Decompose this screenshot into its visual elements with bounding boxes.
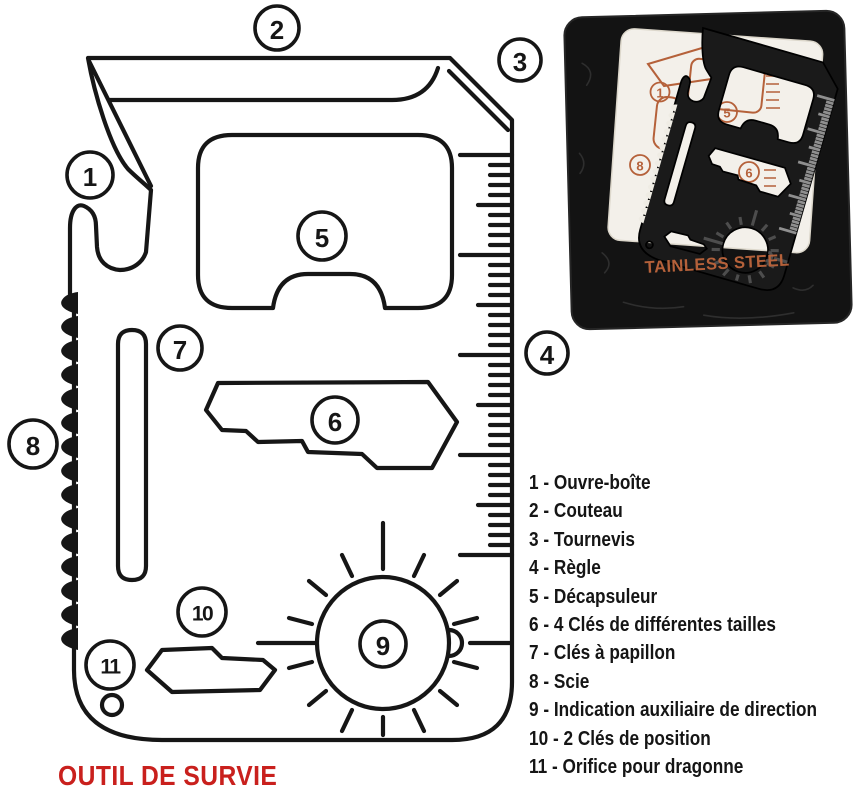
callout-badge-3: 3 [497, 37, 543, 83]
svg-text:8: 8 [636, 159, 643, 174]
legend-item-2: 2 - Couteau [529, 499, 623, 523]
print-number-1: 1 [649, 81, 671, 103]
legend-item-3: 3 - Tournevis [529, 527, 635, 551]
callout-badge-11: 11 [84, 639, 136, 691]
legend-item-9: 9 - Indication auxiliaire de direction [529, 698, 818, 722]
legend-item-11: 11 - Orifice pour dragonne [529, 755, 744, 779]
legend-item-1: 1 - Ouvre-boîte [529, 471, 651, 494]
svg-text:3: 3 [513, 47, 527, 77]
svg-text:6: 6 [328, 407, 342, 437]
saw-teeth [61, 292, 78, 650]
print-number-8: 8 [629, 154, 651, 176]
legend-item-5: 5 - Décapsuleur [529, 584, 658, 608]
product-photo: 1 5 6 8 STAINLESS STEEL TAINLES [563, 9, 853, 331]
page-title: OUTIL DE SURVIE [58, 760, 278, 791]
callout-badge-8: 8 [7, 418, 59, 470]
callout-badges: 1 2 3 4 5 6 7 8 9 10 11 [7, 4, 570, 691]
callout-badge-7: 7 [156, 324, 204, 372]
legend-item-10: 10 - 2 Clés de position [529, 726, 711, 750]
svg-text:5: 5 [315, 223, 329, 253]
callout-badge-5: 5 [296, 210, 348, 262]
tool-diagram [61, 58, 512, 740]
legend-item-7: 7 - Clés à papillon [529, 641, 676, 665]
svg-text:1: 1 [656, 86, 663, 101]
callout-badge-2: 2 [253, 4, 301, 52]
svg-text:11: 11 [100, 656, 121, 679]
svg-text:4: 4 [540, 340, 555, 370]
legend: 1 - Ouvre-boîte 2 - Couteau 3 - Tournevi… [529, 469, 862, 781]
callout-badge-10: 10 [176, 586, 228, 638]
svg-text:10: 10 [192, 603, 213, 626]
callout-badge-9: 9 [358, 619, 408, 669]
legend-item-4: 4 - Règle [529, 556, 601, 580]
svg-text:9: 9 [376, 631, 390, 661]
svg-text:5: 5 [723, 106, 730, 121]
legend-item-8: 8 - Scie [529, 669, 590, 693]
legend-item-6: 6 - 4 Clés de différentes tailles [529, 613, 776, 637]
svg-text:1: 1 [83, 162, 97, 192]
callout-badge-6: 6 [310, 395, 360, 445]
svg-text:6: 6 [745, 166, 752, 181]
svg-text:7: 7 [173, 335, 187, 365]
callout-badge-4: 4 [524, 330, 570, 376]
print-number-6: 6 [738, 161, 760, 183]
svg-text:2: 2 [270, 15, 284, 45]
svg-text:8: 8 [26, 431, 40, 461]
callout-badge-1: 1 [65, 150, 115, 200]
